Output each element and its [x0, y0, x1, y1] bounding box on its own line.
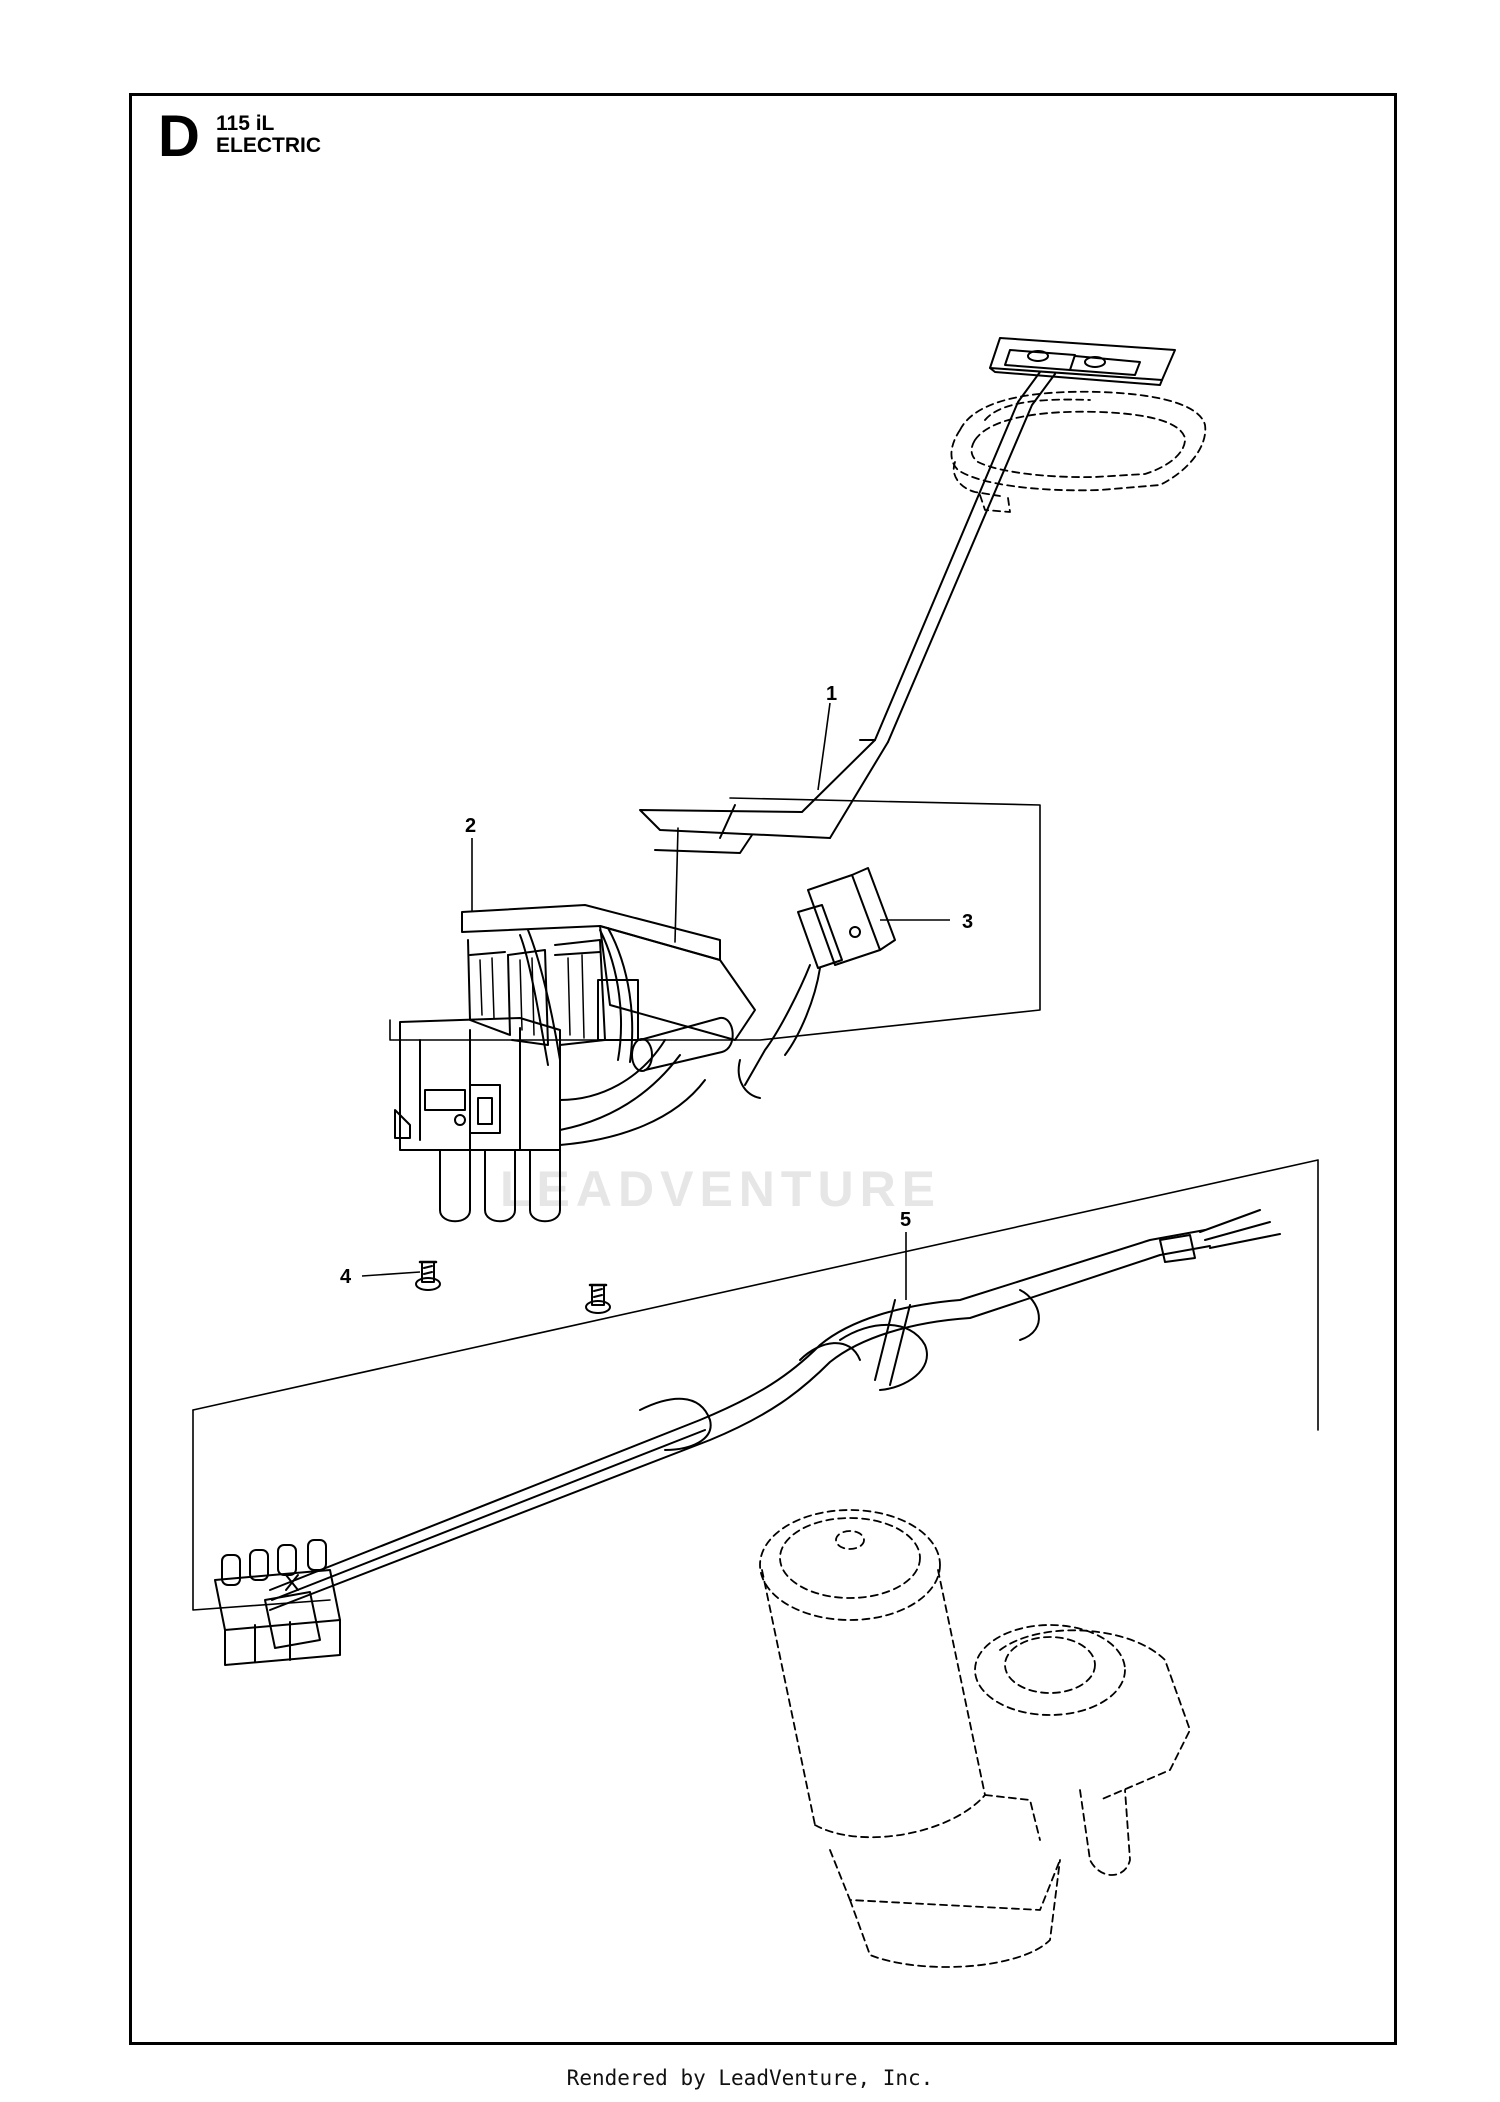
model-name: 115 iL: [216, 112, 275, 135]
callout-2: 2: [465, 815, 476, 837]
watermark-text: LEADVENTURE: [500, 1161, 942, 1217]
callout-1: 1: [826, 683, 837, 705]
callout-3: 3: [962, 911, 973, 933]
part-3-micro-switch: [737, 867, 896, 1099]
callout-5: 5: [900, 1209, 911, 1231]
group-outline-upper: [389, 797, 1041, 1041]
part-4-screws: [415, 1260, 611, 1314]
callout-leaders: [361, 702, 950, 1300]
section-heading: 115 iL ELECTRIC: [216, 112, 321, 158]
part-2-control-board: [394, 904, 756, 1223]
reference-wheel-motor: [759, 1509, 1191, 1968]
section-title: ELECTRIC: [216, 134, 321, 158]
part-5-cable-harness: [214, 1209, 1281, 1666]
footer-credit: Rendered by LeadVenture, Inc.: [566, 2066, 934, 2090]
callout-4: 4: [340, 1266, 352, 1288]
diagram-frame: [129, 93, 1397, 2045]
terminal-block: [214, 1539, 341, 1666]
reference-bumper-ring: [950, 390, 1207, 513]
section-letter: D: [158, 104, 200, 169]
callout-numbers: 1 2 3 4 5: [340, 683, 973, 1288]
part-1-sensor-bracket: [639, 337, 1176, 854]
group-outline-lower: [192, 1159, 1319, 1611]
